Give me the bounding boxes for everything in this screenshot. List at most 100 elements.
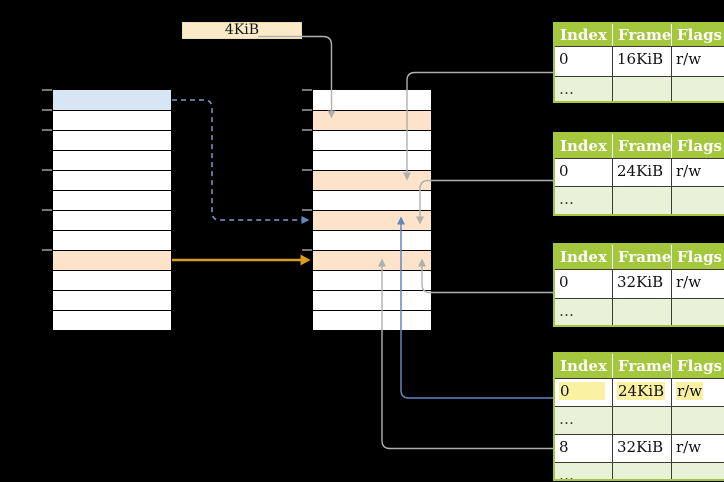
table-cell: 32KiB — [612, 434, 671, 462]
memory-row — [313, 270, 431, 290]
memory-row — [313, 110, 431, 130]
memory-row — [313, 290, 431, 310]
memory-row — [313, 250, 431, 270]
table-cell: r/w — [671, 47, 724, 76]
memory-row — [53, 210, 171, 230]
memory-row — [313, 210, 431, 230]
memory-row — [53, 150, 171, 170]
memory-row — [53, 290, 171, 310]
table-header-cell: Index — [560, 247, 607, 266]
table-header-cell: Flags — [671, 353, 724, 378]
page-size-label: 4KiB — [182, 22, 302, 39]
highlighted-value: 0 — [559, 381, 605, 400]
table-cell: 24KiB — [612, 378, 671, 406]
memory-row — [53, 250, 171, 270]
table-cell: 0 — [559, 161, 569, 180]
address-tick — [42, 129, 52, 131]
table-row: … — [555, 297, 724, 325]
memory-row — [313, 130, 431, 150]
table-header-cell: Index — [560, 136, 607, 155]
table-cell: … — [559, 80, 574, 98]
table-cell: r/w — [671, 434, 724, 462]
table-cell: r/w — [671, 378, 724, 406]
table-cell: … — [559, 409, 574, 428]
table-header-cell: Frame — [612, 353, 671, 378]
table-cell: r/w — [671, 269, 724, 298]
highlighted-value: 24KiB — [617, 381, 666, 400]
address-tick — [42, 249, 52, 251]
table-row: … — [555, 405, 724, 434]
address-tick — [302, 209, 312, 211]
memory-row — [53, 170, 171, 190]
table-cell: r/w — [671, 158, 724, 186]
memory-row — [53, 110, 171, 130]
table-cell — [671, 462, 724, 479]
address-tick — [302, 169, 312, 171]
address-tick — [42, 109, 52, 111]
memory-row — [53, 130, 171, 150]
table-row: 0 24KiB r/w — [555, 377, 724, 406]
table-header-cell: Frame — [612, 24, 671, 46]
table-header-cell: Flags — [671, 244, 724, 269]
memory-row — [53, 310, 171, 330]
table-cell — [671, 298, 724, 325]
table-cell — [612, 298, 671, 325]
address-tick — [302, 249, 312, 251]
memory-row — [313, 90, 431, 110]
table-cell: 0 — [559, 272, 569, 291]
table-cell — [612, 462, 671, 479]
table-cell: 32KiB — [612, 269, 671, 298]
arrow-virtual-page-to-frame-dashed — [172, 99, 310, 224]
memory-row — [313, 170, 431, 190]
memory-row — [53, 190, 171, 210]
table-cell: … — [559, 465, 574, 479]
memory-row — [313, 310, 431, 330]
table-header-cell: Index — [560, 356, 607, 375]
highlighted-value: r/w — [676, 381, 704, 400]
address-tick — [302, 89, 312, 91]
table-header-cell: Flags — [671, 133, 724, 158]
table-cell — [612, 77, 671, 101]
table-cell: 8 — [559, 437, 569, 456]
table-cell — [671, 406, 724, 434]
table-header-cell: Frame — [612, 244, 671, 269]
virtual-memory-column — [52, 89, 172, 331]
table-header-cell: Index — [560, 26, 607, 44]
table-header-cell: Frame — [612, 133, 671, 158]
table-cell: … — [559, 189, 574, 208]
memory-row — [313, 190, 431, 210]
table-header-cell: Flags — [671, 24, 724, 46]
table-cell — [671, 77, 724, 101]
physical-frame-column — [312, 89, 432, 331]
table-cell: 0 — [559, 50, 569, 68]
memory-row — [53, 90, 171, 110]
table-row: … — [555, 76, 724, 101]
table-cell: 16KiB — [612, 47, 671, 76]
address-tick — [42, 89, 52, 91]
table-cell: 0 — [555, 379, 612, 406]
table-cell: … — [559, 301, 574, 320]
address-tick — [42, 169, 52, 171]
memory-row — [313, 230, 431, 250]
table-cell: 24KiB — [612, 158, 671, 186]
address-tick — [42, 209, 52, 211]
table-row: … — [555, 461, 724, 479]
table-cell — [612, 406, 671, 434]
table-cell — [612, 186, 671, 214]
address-tick — [302, 129, 312, 131]
memory-row — [53, 230, 171, 250]
table-cell — [671, 186, 724, 214]
memory-row — [53, 270, 171, 290]
